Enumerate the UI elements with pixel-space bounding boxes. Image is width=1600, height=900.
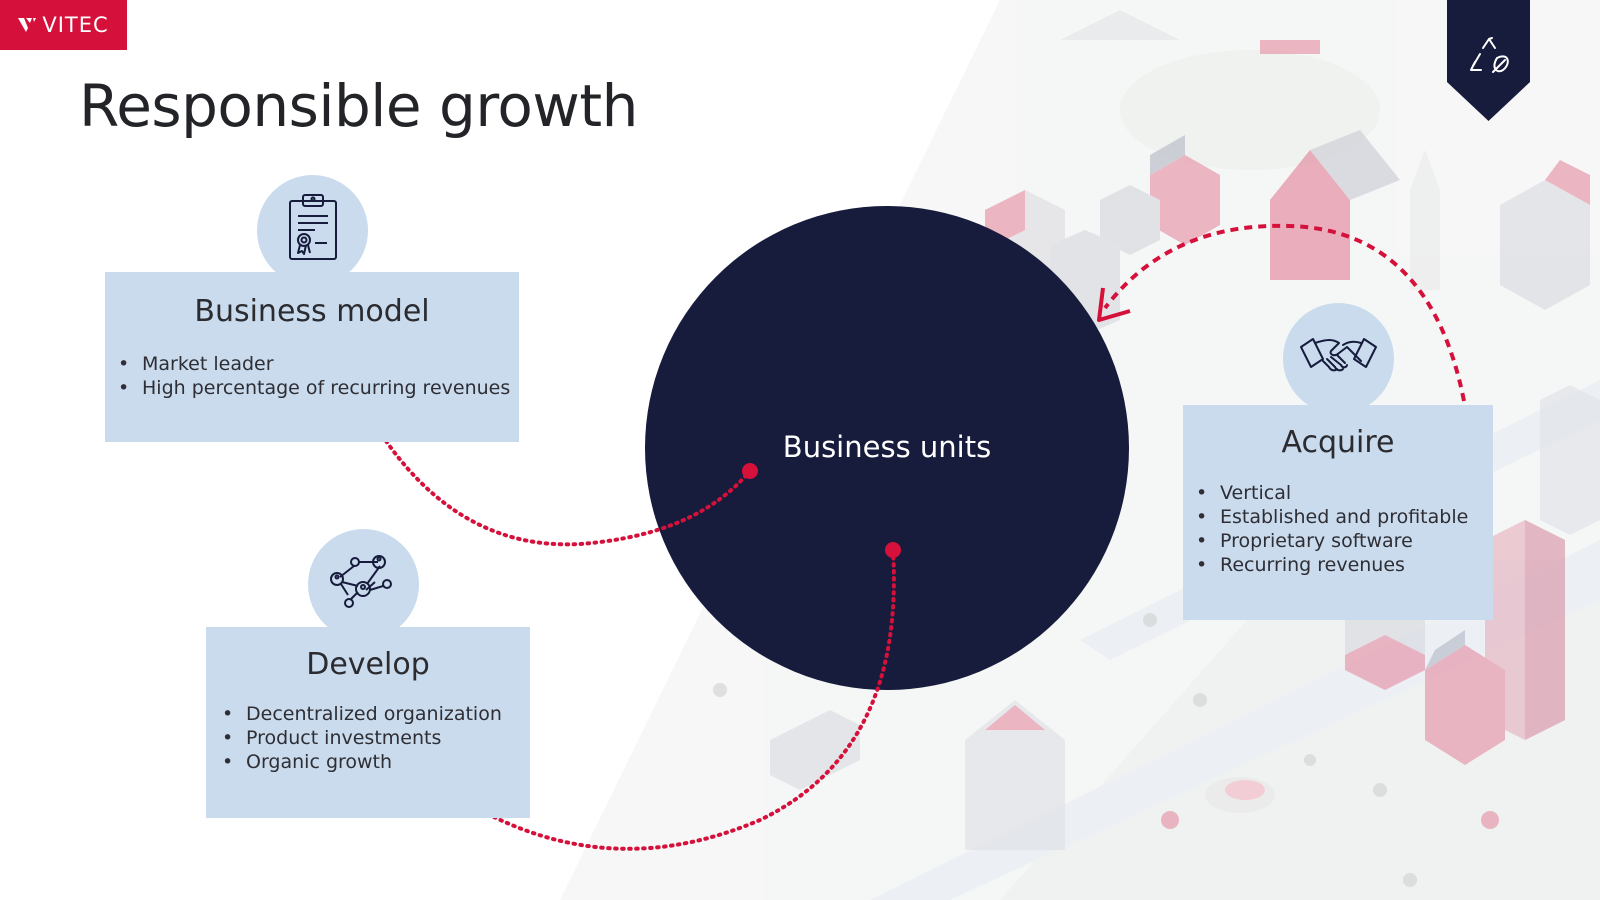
list-item: Market leader bbox=[118, 352, 510, 376]
business-units-label: Business units bbox=[782, 430, 992, 464]
list-item: Vertical bbox=[1196, 481, 1468, 505]
vitec-logo: VITEC bbox=[0, 0, 127, 50]
acquire-title: Acquire bbox=[1281, 425, 1395, 460]
certificate-clipboard-icon bbox=[289, 194, 337, 260]
develop-list: Decentralized organization Product inves… bbox=[222, 702, 502, 774]
list-item: Recurring revenues bbox=[1196, 553, 1468, 577]
recycle-leaf-icon bbox=[1447, 0, 1530, 121]
page-title: Responsible growth bbox=[79, 72, 638, 140]
list-item: Decentralized organization bbox=[222, 702, 502, 726]
list-item: Product investments bbox=[222, 726, 502, 750]
business-model-icon-circle bbox=[257, 175, 368, 286]
business-model-title: Business model bbox=[194, 294, 430, 329]
list-item: Organic growth bbox=[222, 750, 502, 774]
acquire-icon-circle bbox=[1283, 303, 1394, 414]
logo-mark-icon bbox=[18, 18, 37, 32]
list-item: Established and profitable bbox=[1196, 505, 1468, 529]
acquire-list: Vertical Established and profitable Prop… bbox=[1196, 481, 1468, 577]
list-item: High percentage of recurring revenues bbox=[118, 376, 510, 400]
develop-icon-circle bbox=[308, 529, 419, 640]
develop-card: Develop Decentralized organization Produ… bbox=[206, 627, 530, 818]
people-network-icon bbox=[330, 555, 392, 608]
logo-text: VITEC bbox=[42, 13, 109, 37]
acquire-card: Acquire Vertical Established and profita… bbox=[1183, 405, 1493, 620]
handshake-icon bbox=[1300, 338, 1377, 372]
business-model-card: Business model Market leader High percen… bbox=[105, 272, 519, 442]
business-model-list: Market leader High percentage of recurri… bbox=[118, 352, 510, 400]
list-item: Proprietary software bbox=[1196, 529, 1468, 553]
develop-title: Develop bbox=[306, 647, 430, 682]
